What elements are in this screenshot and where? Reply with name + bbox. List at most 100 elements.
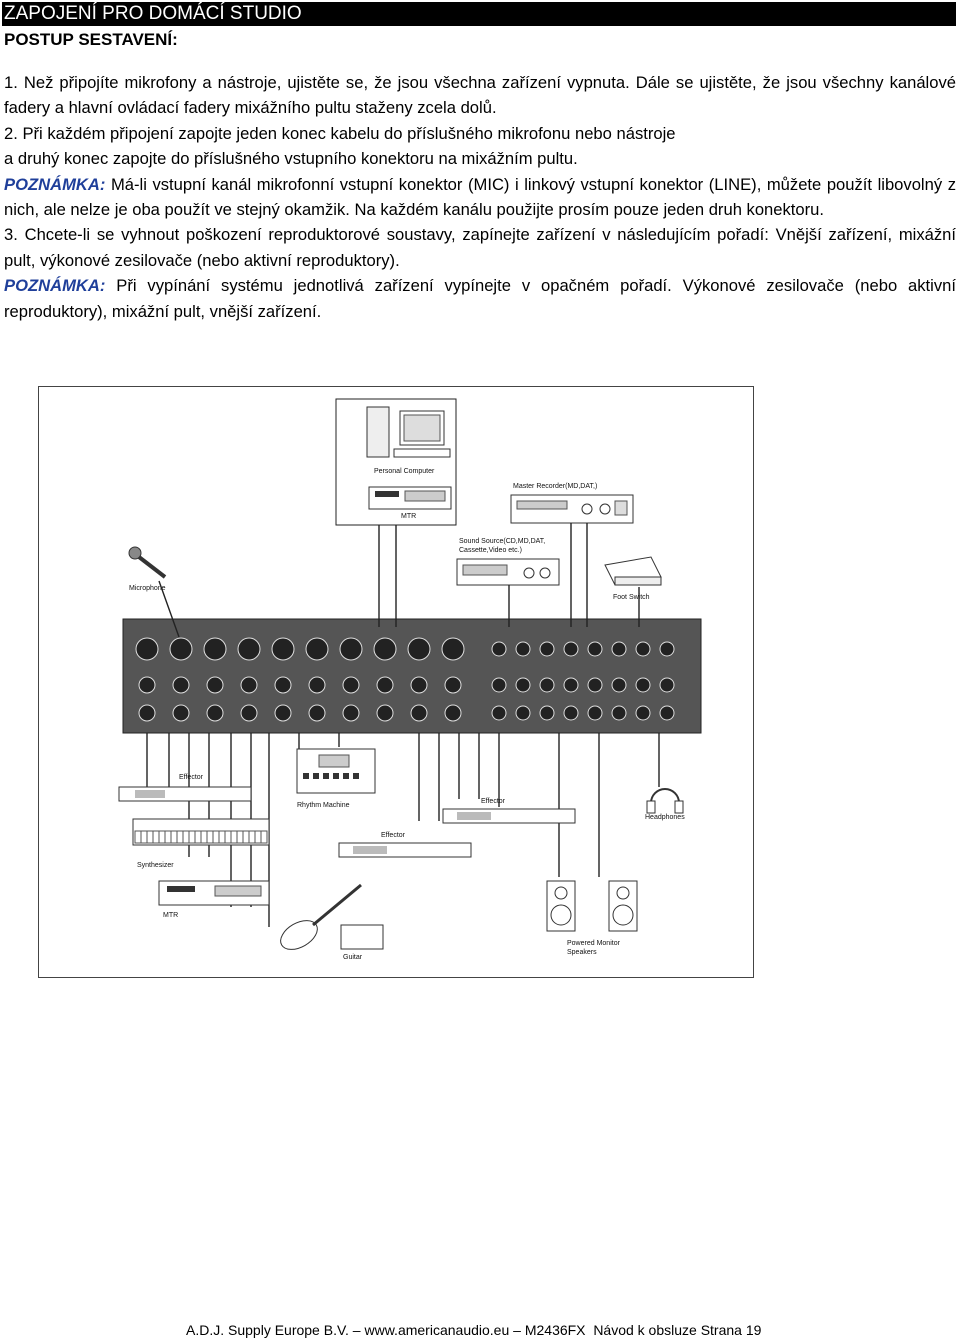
- mixer-jack: [659, 677, 675, 693]
- mixer-xlr-inputs: [135, 637, 675, 722]
- mixer-jack: [135, 637, 159, 661]
- mixer-jack: [563, 677, 579, 693]
- guitar-icon: [280, 883, 384, 950]
- powered-monitor-speakers-icon: [546, 880, 638, 932]
- effector-mid-label: Effector: [481, 798, 506, 805]
- rhythm-machine-icon: [296, 748, 376, 794]
- note-1-label: POZNÁMKA:: [4, 174, 106, 194]
- mixer-jack: [172, 704, 190, 722]
- mixer-jack: [305, 637, 329, 661]
- mixer-jack: [611, 641, 627, 657]
- effector-mid-icon: [442, 808, 576, 824]
- mtr-top-label: MTR: [401, 513, 416, 520]
- mixer-jack: [491, 677, 507, 693]
- mixer-jack: [441, 637, 465, 661]
- step-3: 3. Chcete-li se vyhnout poškození reprod…: [4, 225, 956, 270]
- mixer-jack: [444, 676, 462, 694]
- note-1: POZNÁMKA: Má-li vstupní kanál mikrofonní…: [4, 172, 956, 223]
- rhythm-machine-label: Rhythm Machine: [297, 802, 350, 809]
- step-2-line-1: 2. Při každém připojení zapojte jeden ko…: [4, 123, 676, 143]
- diagram-svg: Personal Computer MTR Master Recorder(MD…: [118, 398, 702, 961]
- mixer-jack: [237, 637, 261, 661]
- guitar-label: Guitar: [343, 954, 363, 961]
- mixer-jack: [635, 641, 651, 657]
- step-1: 1. Než připojíte mikrofony a nástroje, u…: [4, 73, 956, 118]
- mixer-jack: [240, 676, 258, 694]
- mixer-jack: [587, 705, 603, 721]
- mixer-jack: [203, 637, 227, 661]
- footer-model: M2436FX: [524, 1322, 586, 1338]
- effector-left-icon: [118, 786, 252, 802]
- mtr-top-icon: [368, 486, 452, 510]
- mixer-jack: [659, 705, 675, 721]
- mixer-jack: [635, 677, 651, 693]
- mixer-jack: [515, 705, 531, 721]
- mtr-bottom-icon: [158, 880, 270, 906]
- mixer-jack: [410, 704, 428, 722]
- mixer-jack: [376, 676, 394, 694]
- footer-url: www.americanaudio.eu: [364, 1322, 510, 1338]
- master-recorder-label: Master Recorder(MD,DAT,): [513, 483, 597, 490]
- mixer-jack: [206, 704, 224, 722]
- mixer-jack: [563, 641, 579, 657]
- page-title: ZAPOJENÍ PRO DOMÁCÍ STUDIO: [4, 3, 302, 24]
- mtr-bottom-label: MTR: [163, 912, 178, 919]
- mixer-jack: [342, 704, 360, 722]
- headphones-label: Headphones: [645, 814, 685, 821]
- synthesizer-label: Synthesizer: [137, 862, 174, 869]
- mixer-panel: [122, 618, 702, 734]
- personal-computer-label: Personal Computer: [374, 468, 435, 475]
- mixer-jack: [138, 704, 156, 722]
- mixer-jack: [274, 676, 292, 694]
- mixer-jack: [444, 704, 462, 722]
- foot-switch-label: Foot Switch: [613, 594, 650, 601]
- sound-source-label: Sound Source(CD,MD,DAT,: [459, 538, 545, 545]
- effector-left-label: Effector: [179, 774, 204, 781]
- mixer-jack: [240, 704, 258, 722]
- mixer-jack: [659, 641, 675, 657]
- mixer-jack: [271, 637, 295, 661]
- page-footer: A.D.J. Supply Europe B.V. – www.american…: [186, 1322, 762, 1338]
- footer-company: A.D.J. Supply Europe B.V.: [186, 1322, 349, 1338]
- instructions: 1. Než připojíte mikrofony a nástroje, u…: [4, 70, 956, 324]
- mixer-jack: [339, 637, 363, 661]
- powered-monitor-label: Powered Monitor: [567, 940, 621, 947]
- effector-low-label: Effector: [381, 832, 406, 839]
- note-1-text: Má-li vstupní kanál mikrofonní vstupní k…: [4, 174, 956, 220]
- mixer-jack: [376, 704, 394, 722]
- studio-connection-diagram: Personal Computer MTR Master Recorder(MD…: [38, 386, 754, 978]
- mixer-jack: [274, 704, 292, 722]
- mixer-jack: [539, 641, 555, 657]
- page-title-bar: ZAPOJENÍ PRO DOMÁCÍ STUDIO: [2, 2, 956, 26]
- mixer-jack: [587, 677, 603, 693]
- mixer-jack: [539, 677, 555, 693]
- mixer-jack: [611, 677, 627, 693]
- microphone-label: Microphone: [129, 585, 166, 592]
- effector-low-icon: [338, 842, 472, 858]
- mixer-jack: [611, 705, 627, 721]
- mixer-jack: [635, 705, 651, 721]
- mixer-jack: [308, 676, 326, 694]
- mixer-jack: [373, 637, 397, 661]
- footer-page: Návod k obsluze Strana 19: [593, 1322, 762, 1338]
- synthesizer-icon: [132, 818, 270, 846]
- sound-source-icon: [456, 558, 560, 586]
- mixer-jack: [169, 637, 193, 661]
- foot-switch-icon: [604, 556, 662, 586]
- mixer-jack: [172, 676, 190, 694]
- mixer-jack: [491, 705, 507, 721]
- step-2-line-2: a druhý konec zapojte do příslušného vst…: [4, 149, 578, 169]
- mixer-jack: [563, 705, 579, 721]
- mixer-jack: [407, 637, 431, 661]
- personal-computer-icon: [366, 406, 451, 458]
- note-2-text: Při vypínání systému jednotlivá zařízení…: [4, 276, 956, 321]
- mixer-jack: [491, 641, 507, 657]
- microphone-icon: [128, 546, 167, 579]
- note-2-label: POZNÁMKA:: [4, 276, 106, 296]
- mixer-jack: [206, 676, 224, 694]
- speakers-label: Speakers: [567, 949, 597, 956]
- mixer-jack: [410, 676, 428, 694]
- mixer-jack: [515, 641, 531, 657]
- mixer-jack: [539, 705, 555, 721]
- mixer-jack: [342, 676, 360, 694]
